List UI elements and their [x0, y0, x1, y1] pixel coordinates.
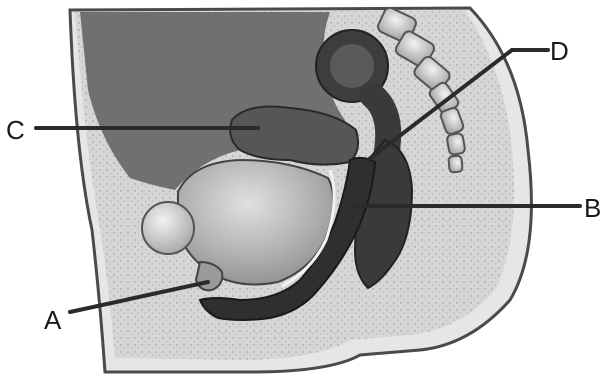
label-a: A: [44, 305, 62, 335]
label-b: B: [584, 193, 601, 223]
label-c: C: [6, 115, 25, 145]
pubic-bone: [142, 202, 194, 254]
label-d: D: [550, 36, 569, 66]
